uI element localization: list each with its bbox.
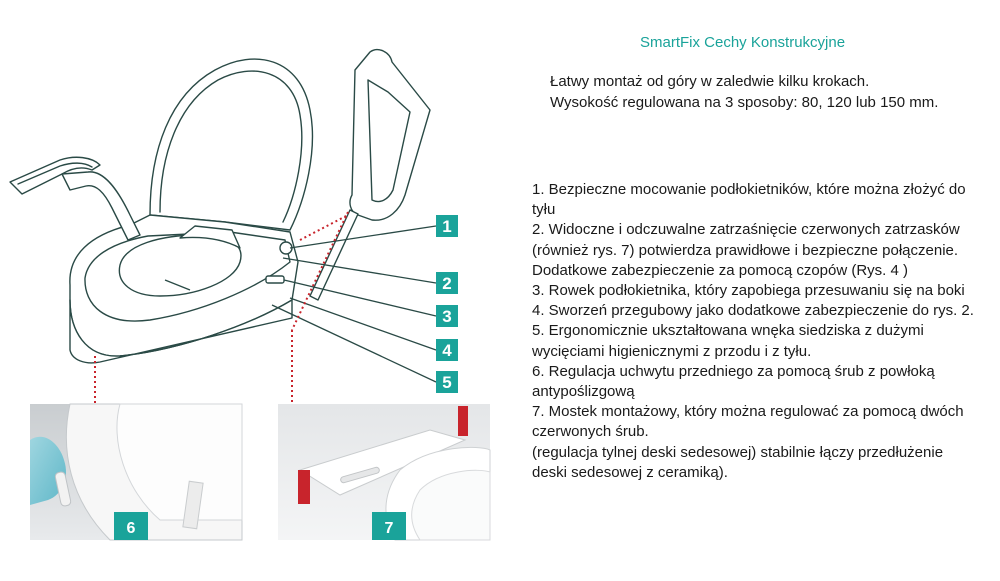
intro-line: Łatwy montaż od góry w zaledwie kilku kr… <box>550 73 870 90</box>
svg-text:6: 6 <box>127 520 136 537</box>
feature-item: 1. Bezpieczne mocowanie podłokietników, … <box>532 181 966 219</box>
svg-text:5: 5 <box>442 373 451 392</box>
feature-item: 2. Widoczne i odczuwalne zatrzaśnięcie c… <box>532 221 960 259</box>
seat-rim <box>84 231 291 322</box>
svg-text:3: 3 <box>442 307 451 326</box>
right-armrest-post <box>309 209 359 301</box>
photo-6-glove <box>30 436 67 505</box>
svg-text:1: 1 <box>442 217 451 236</box>
seat-lid <box>149 58 314 231</box>
photo-6-strap <box>182 480 204 530</box>
feature-list: 1. Bezpieczne mocowanie podłokietników, … <box>532 180 982 483</box>
feature-item: 4. Sworzeń przegubowy jako dodatkowe zab… <box>532 302 974 320</box>
callout-badge-1: 1 <box>436 215 458 237</box>
photo-6-pin <box>54 471 72 507</box>
feature-item: 6. Regulacja uchwytu przedniego za pomoc… <box>532 362 935 401</box>
seat-raiser-drawing <box>9 48 431 364</box>
left-armrest-grip <box>17 162 93 185</box>
right-armrest-window <box>367 79 411 203</box>
feature-item: (regulacja tylnej deski sedesowej) stabi… <box>532 443 944 481</box>
callout-badge-2: 2 <box>436 272 458 294</box>
feature-item: 7. Mostek montażowy, który można regulow… <box>532 403 964 441</box>
photo-7-slot <box>340 466 380 484</box>
left-armrest <box>9 156 101 195</box>
right-armrest <box>349 48 431 221</box>
callout-badge-5: 5 <box>436 371 458 393</box>
photo-6: 6 <box>30 403 243 541</box>
callout-badge-4: 4 <box>436 339 458 361</box>
left-armrest-frame <box>61 171 141 241</box>
feature-item: Dodatkowe zabezpieczenie za pomocą czopó… <box>532 261 909 279</box>
dotted-connectors <box>94 211 349 445</box>
svg-text:4: 4 <box>442 341 452 360</box>
photo-7-red-screw-left <box>298 470 310 504</box>
photo-7-bowl-inner <box>411 469 491 541</box>
svg-text:7: 7 <box>385 520 394 537</box>
description-panel: SmartFix Cechy Konstrukcyjne Łatwy monta… <box>520 0 990 581</box>
seat-base-side <box>69 299 293 364</box>
side-latch <box>265 275 285 284</box>
photo-6-seat-inner <box>116 403 243 521</box>
feature-item: 3. Rowek podłokietnika, który zapobiega … <box>532 282 965 300</box>
seat-lid-inner <box>159 70 303 223</box>
callout-badge-3: 3 <box>436 305 458 327</box>
svg-text:2: 2 <box>442 274 451 293</box>
photo-7-red-screw-right <box>458 406 468 436</box>
seat-hole-rear <box>179 225 241 249</box>
product-diagram: 1 2 3 4 5 6 7 <box>9 48 491 541</box>
photo-7: 7 <box>278 404 491 541</box>
callout-lines <box>164 225 437 383</box>
page-title: SmartFix Cechy Konstrukcyjne <box>640 34 846 51</box>
feature-item: 5. Ergonomicznie ukształtowana wnęka sie… <box>532 322 924 360</box>
intro-line: Wysokość regulowana na 3 sposoby: 80, 12… <box>550 94 939 111</box>
intro-text: Łatwy montaż od góry w zaledwie kilku kr… <box>550 71 938 113</box>
seat-hole <box>118 234 242 297</box>
